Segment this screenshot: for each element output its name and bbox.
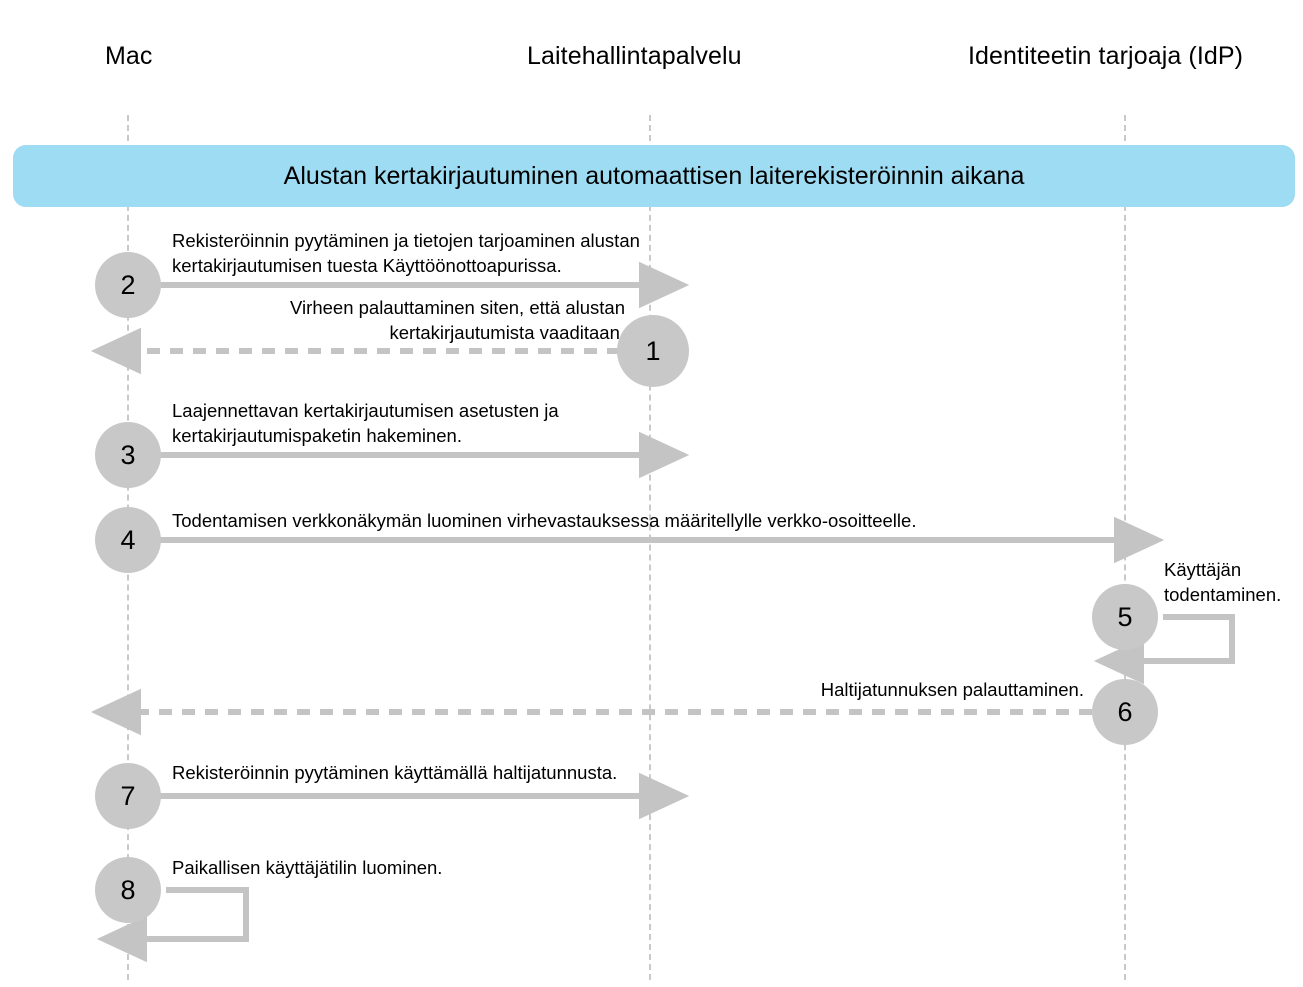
step-circle-8[interactable]: 8 xyxy=(95,857,161,923)
message-label-step-7: Rekisteröinnin pyytäminen käyttämällä ha… xyxy=(172,762,618,783)
message-label-step-2: Rekisteröinnin pyytäminen ja tietojen ta… xyxy=(172,230,640,276)
step-circle-1[interactable]: 1 xyxy=(617,315,689,387)
message-label-step-8: Paikallisen käyttäjätilin luominen. xyxy=(172,857,443,878)
message-label-step-1: Virheen palauttaminen siten, että alusta… xyxy=(290,297,625,343)
actor-header-mac: Mac xyxy=(105,42,153,70)
lifeline-idp xyxy=(1124,115,1126,980)
step-circle-2[interactable]: 2 xyxy=(95,252,161,318)
phase-banner: Alustan kertakirjautuminen automaattisen… xyxy=(13,145,1295,207)
step-circle-7[interactable]: 7 xyxy=(95,763,161,829)
lifeline-mdm xyxy=(649,115,651,980)
step-circle-5[interactable]: 5 xyxy=(1092,584,1158,650)
message-label-step-6: Haltijatunnuksen palauttaminen. xyxy=(820,679,1084,700)
actor-header-mdm: Laitehallintapalvelu xyxy=(527,42,742,70)
step-circle-4[interactable]: 4 xyxy=(95,507,161,573)
message-label-step-5: Käyttäjän todentaminen. xyxy=(1164,559,1282,605)
phase-banner-label: Alustan kertakirjautuminen automaattisen… xyxy=(283,161,1025,190)
message-label-step-3: Laajennettavan kertakirjautumisen asetus… xyxy=(172,400,559,446)
arrow-step-8 xyxy=(96,887,249,963)
message-label-step-4: Todentamisen verkkonäkymän luominen virh… xyxy=(172,510,917,531)
step-circle-3[interactable]: 3 xyxy=(95,422,161,488)
actor-header-idp: Identiteetin tarjoaja (IdP) xyxy=(968,42,1244,70)
step-circle-6[interactable]: 6 xyxy=(1092,679,1158,745)
